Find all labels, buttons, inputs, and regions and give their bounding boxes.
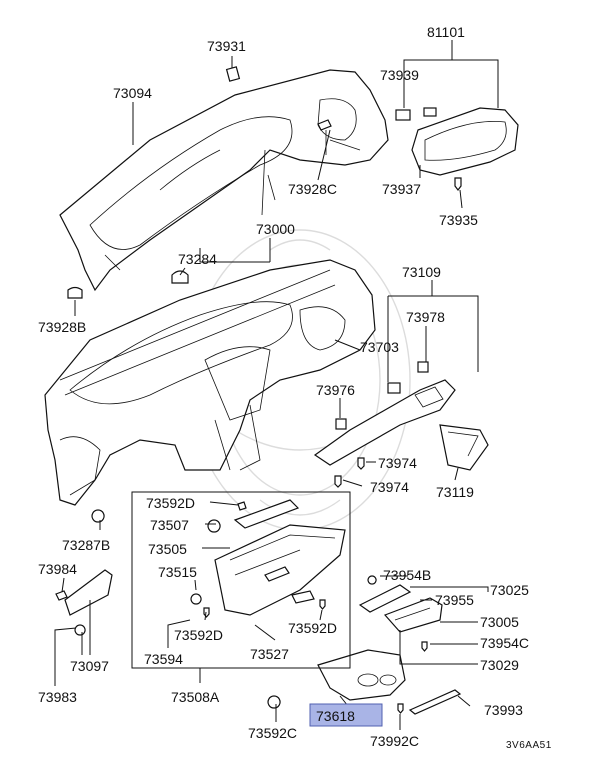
selected-part-highlight (309, 703, 383, 727)
diagram-code: 3V6AA51 (506, 740, 552, 751)
label-73592d-mid[interactable]: 73592D (174, 627, 223, 643)
label-73594[interactable]: 73594 (144, 651, 183, 667)
label-73703[interactable]: 73703 (360, 339, 399, 355)
label-81101[interactable]: 81101 (427, 24, 465, 40)
label-73592d-right[interactable]: 73592D (288, 620, 337, 636)
label-73928c[interactable]: 73928C (288, 181, 337, 197)
label-73954c[interactable]: 73954C (480, 635, 529, 651)
center-console-components (317, 575, 462, 715)
label-73507[interactable]: 73507 (150, 517, 189, 533)
label-73505[interactable]: 73505 (148, 541, 187, 557)
label-73984[interactable]: 73984 (38, 561, 77, 577)
label-73029[interactable]: 73029 (480, 657, 519, 673)
label-73508a[interactable]: 73508A (171, 689, 220, 705)
label-73618[interactable]: 73618 (316, 708, 355, 724)
label-73515[interactable]: 73515 (158, 564, 197, 580)
cluster-hood (317, 107, 519, 191)
glove-box-assembly (190, 499, 346, 709)
main-instrument-panel (44, 259, 376, 506)
part-labels: 73931 81101 73094 73939 73928C 73937 739… (38, 24, 552, 751)
label-73935[interactable]: 73935 (439, 212, 478, 228)
label-73974-b[interactable]: 73974 (370, 479, 409, 495)
left-side-components (55, 509, 113, 636)
label-73954b[interactable]: 73954B (383, 567, 431, 583)
leader-lines (54, 40, 499, 730)
label-73119[interactable]: 73119 (436, 484, 474, 500)
label-73939[interactable]: 73939 (380, 67, 419, 83)
label-73592c[interactable]: 73592C (248, 725, 297, 741)
label-73109[interactable]: 73109 (402, 264, 441, 280)
label-73992c[interactable]: 73992C (370, 733, 419, 749)
label-73955[interactable]: 73955 (435, 592, 474, 608)
label-73094[interactable]: 73094 (113, 85, 152, 101)
label-73974-a[interactable]: 73974 (378, 455, 417, 471)
label-73978[interactable]: 73978 (406, 309, 445, 325)
lower-right-panel (313, 361, 489, 488)
label-73097[interactable]: 73097 (70, 658, 109, 674)
label-73527[interactable]: 73527 (250, 646, 289, 662)
label-73005[interactable]: 73005 (480, 614, 519, 630)
label-73592d-top[interactable]: 73592D (146, 495, 195, 511)
label-73284[interactable]: 73284 (178, 251, 217, 267)
label-73993[interactable]: 73993 (484, 702, 523, 718)
label-73976[interactable]: 73976 (316, 382, 355, 398)
label-73000[interactable]: 73000 (256, 221, 295, 237)
label-73928b[interactable]: 73928B (38, 319, 86, 335)
label-73931[interactable]: 73931 (207, 38, 246, 54)
label-73937[interactable]: 73937 (382, 181, 421, 197)
label-73287b[interactable]: 73287B (62, 537, 110, 553)
upper-dash-panel (59, 66, 389, 292)
label-73983[interactable]: 73983 (38, 689, 77, 705)
label-73025[interactable]: 73025 (490, 582, 529, 598)
